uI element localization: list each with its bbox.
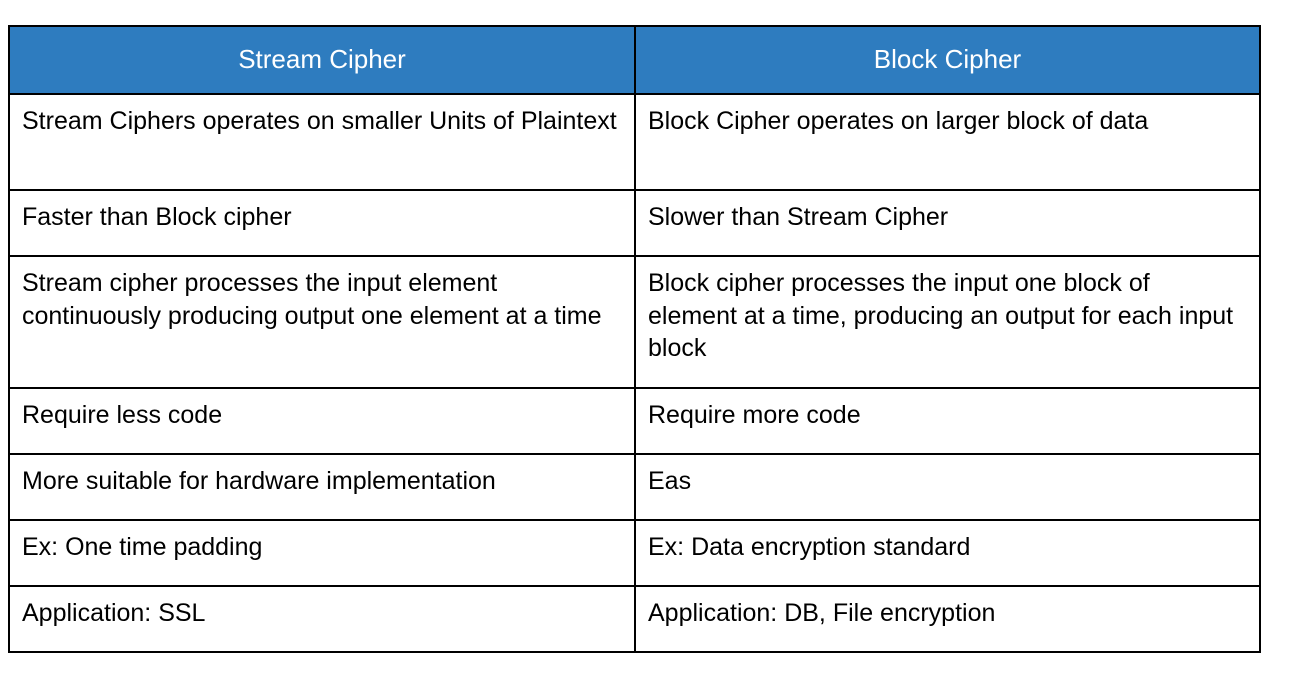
table-row: Stream cipher processes the input elemen… [8, 255, 1261, 389]
cell-block-cipher-7: Application: DB, File encryption [634, 585, 1261, 653]
cell-text: Slower than Stream Cipher [648, 203, 949, 231]
cell-text: Require more code [648, 401, 861, 429]
table-row: Faster than Block cipher Slower than Str… [8, 189, 1261, 257]
cell-text: Eas [648, 467, 692, 495]
cell-block-cipher-5: Eas [634, 453, 1261, 521]
cell-stream-cipher-5: More suitable for hardware implementatio… [8, 453, 636, 521]
table-row: Application: SSL Application: DB, File e… [8, 585, 1261, 653]
column-header-block-cipher: Block Cipher [634, 25, 1261, 95]
cell-block-cipher-1: Block Cipher operates on larger block of… [634, 93, 1261, 191]
cell-stream-cipher-1: Stream Ciphers operates on smaller Units… [8, 93, 636, 191]
cell-stream-cipher-7: Application: SSL [8, 585, 636, 653]
table-header: Stream Cipher Block Cipher [8, 25, 1261, 95]
table-body: Stream Ciphers operates on smaller Units… [8, 93, 1261, 653]
cell-text: More suitable for hardware implementatio… [22, 467, 496, 495]
cell-text: Ex: Data encryption standard [648, 533, 971, 561]
table-row: Ex: One time padding Ex: Data encryption… [8, 519, 1261, 587]
table-row: Stream Ciphers operates on smaller Units… [8, 93, 1261, 191]
cell-stream-cipher-6: Ex: One time padding [8, 519, 636, 587]
cell-text: Require less code [22, 401, 223, 429]
table-row: Require less code Require more code [8, 387, 1261, 455]
cell-stream-cipher-2: Faster than Block cipher [8, 189, 636, 257]
comparison-table-container: Stream Cipher Block Cipher Stream Cipher… [8, 25, 1261, 653]
cell-text: Faster than Block cipher [22, 203, 292, 231]
cell-block-cipher-2: Slower than Stream Cipher [634, 189, 1261, 257]
cell-text: Block cipher processes the input one blo… [648, 269, 1234, 362]
cell-text: Application: SSL [22, 599, 206, 627]
cell-text: Stream Ciphers operates on smaller Units… [22, 107, 617, 135]
cell-block-cipher-4: Require more code [634, 387, 1261, 455]
cell-block-cipher-6: Ex: Data encryption standard [634, 519, 1261, 587]
cell-block-cipher-3: Block cipher processes the input one blo… [634, 255, 1261, 389]
cell-stream-cipher-3: Stream cipher processes the input elemen… [8, 255, 636, 389]
cell-text: Ex: One time padding [22, 533, 263, 561]
column-header-stream-cipher: Stream Cipher [8, 25, 636, 95]
table-row: More suitable for hardware implementatio… [8, 453, 1261, 521]
cell-text: Block Cipher operates on larger block of… [648, 107, 1149, 135]
stream-vs-block-cipher-table: Stream Cipher Block Cipher Stream Cipher… [8, 25, 1261, 653]
cell-text: Application: DB, File encryption [648, 599, 996, 627]
header-row: Stream Cipher Block Cipher [8, 25, 1261, 95]
cell-stream-cipher-4: Require less code [8, 387, 636, 455]
cell-text: Stream cipher processes the input elemen… [22, 269, 602, 330]
